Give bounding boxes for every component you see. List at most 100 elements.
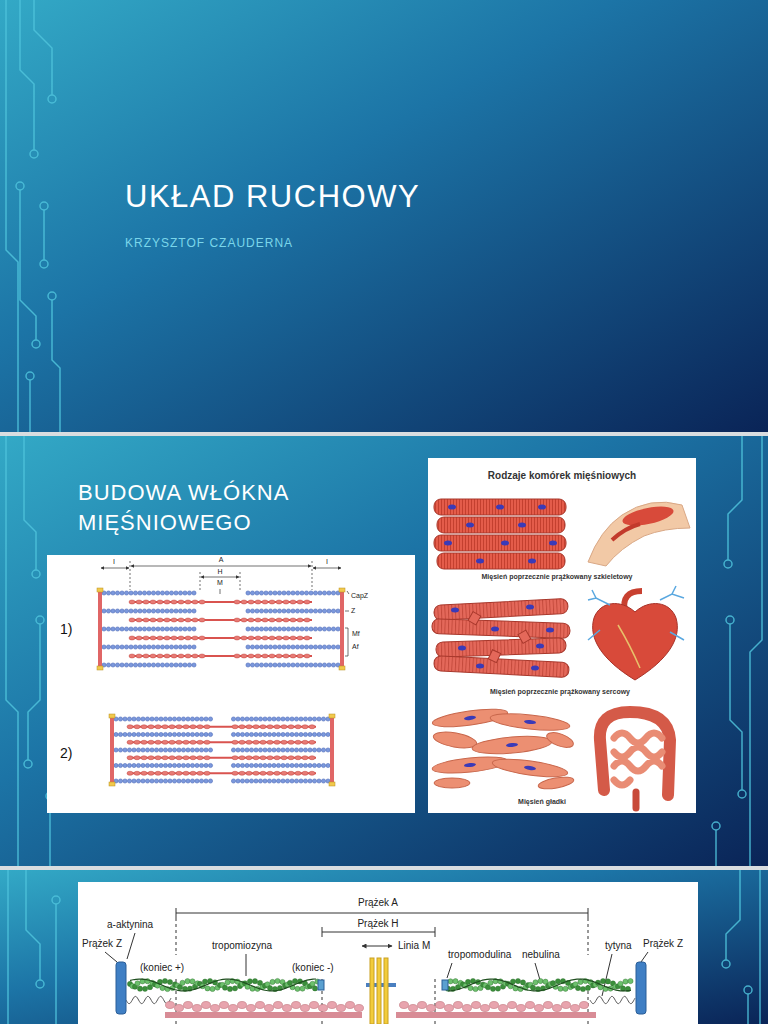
sarcomere-relaxed [174,609,178,613]
sarcomere-detail [427,1005,436,1012]
part-label: Af [352,643,359,651]
sarcomere-detail [605,979,610,984]
sarcomere-detail [499,1005,508,1012]
sarcomere-contracted [208,732,212,736]
sarcomere-contracted [295,740,301,744]
sarcomere-relaxed [295,627,299,631]
sarcomere-relaxed [187,591,191,595]
sarcomere-contracted [176,725,182,729]
sarcomere-contracted [176,771,182,775]
sarcomere-contracted [294,732,298,736]
sarcomere-contracted [295,725,301,729]
arm-illustration [588,502,690,566]
sarcomere-relaxed [192,618,198,622]
sarcomere-contracted [272,763,276,767]
sarcomere-contracted [145,732,149,736]
sarcomere-detail [232,986,237,991]
sarcomere-contracted [208,748,212,752]
sarcomere-relaxed [160,591,164,595]
cardiac-muscle-cells [451,608,459,613]
sarcomere-relaxed [171,654,177,658]
sarcomere-contracted [168,748,172,752]
sarcomere-contracted [303,717,307,721]
sarcomere-relaxed [322,609,326,613]
sarcomere-relaxed [300,645,304,649]
sarcomere-contracted [177,779,181,783]
sarcomere-contracted [208,763,212,767]
cardiac-muscle-cells [451,605,554,671]
sarcomere-contracted [263,717,267,721]
sarcomere-contracted [240,779,244,783]
sarcomere-contracted [309,740,315,744]
sarcomere-relaxed [143,600,149,604]
sarcomere-relaxed [322,591,326,595]
sarcomere-relaxed [259,645,263,649]
sarcomere-relaxed [129,600,135,604]
circuit-decoration [30,150,38,158]
sarcomere-relaxed [286,645,290,649]
sarcomere-contracted [181,732,185,736]
sarcomere-contracted [263,779,267,783]
sarcomere-contracted [330,716,334,784]
sarcomere-contracted [258,732,262,736]
sarcomere-relaxed [246,609,250,613]
sarcomere-relaxed [183,663,187,667]
panel-caption: Rodzaje komórek mięśniowych [488,470,636,482]
skeletal-muscle-cells [437,517,565,533]
sarcomere-relaxed [336,609,340,613]
circuit-decoration [20,190,36,340]
sarcomere-contracted [290,748,294,752]
sarcomere-contracted [249,748,253,752]
sarcomere-relaxed [115,591,119,595]
sarcomere-contracted [239,756,245,760]
sarcomere-detail [176,908,588,937]
sarcomere-relaxed [273,627,277,631]
sarcomere-contracted [159,763,163,767]
sarcomere-relaxed [331,591,335,595]
sarcomere-relaxed [133,591,137,595]
sarcomere-detail [185,979,190,984]
circuit-decoration [24,760,32,768]
sarcomere-contracted [299,717,303,721]
intestine-illustration [600,712,670,808]
sarcomere-contracted [208,717,212,721]
sarcomere-contracted [169,771,175,775]
sarcomere-contracted [299,763,303,767]
sarcomere-relaxed [248,600,254,604]
circuit-decoration [36,980,44,988]
sarcomere-detail [520,980,525,985]
sarcomere-contracted [172,717,176,721]
sarcomere-contracted [290,779,294,783]
sarcomere-detail [530,985,535,990]
sarcomere-contracted [163,763,167,767]
sarcomere-relaxed [174,627,178,631]
sarcomere-detail [292,1002,301,1009]
sarcomere-detail [162,978,167,983]
white-panel [47,555,415,813]
sarcomere-relaxed [124,591,128,595]
sarcomere-relaxed [151,627,155,631]
sarcomere-detail [468,985,473,990]
sarcomere-contracted [154,732,158,736]
sarcomere-relaxed [142,609,146,613]
sarcomere-relaxed [111,627,115,631]
sarcomere-relaxed [277,609,281,613]
circuit-decoration [715,830,717,866]
dimension-lines [220,589,221,594]
sarcomere-relaxed [115,663,119,667]
sarcomere-contracted [127,717,131,721]
sarcomere-contracted [274,771,280,775]
circuit-decoration [34,0,52,95]
sarcomere-contracted [190,717,194,721]
sarcomere-detail [292,979,297,984]
smooth-muscle-cells [464,715,476,721]
sarcomere-contracted [309,756,315,760]
sarcomere-relaxed [290,654,296,658]
sarcomere-relaxed [138,591,142,595]
sarcomere-detail [555,979,560,984]
sarcomere-relaxed [111,609,115,613]
sarcomere-relaxed [262,636,268,640]
sarcomere-relaxed [136,618,142,622]
sarcomere-contracted [141,725,147,729]
sarcomere-contracted [312,779,316,783]
